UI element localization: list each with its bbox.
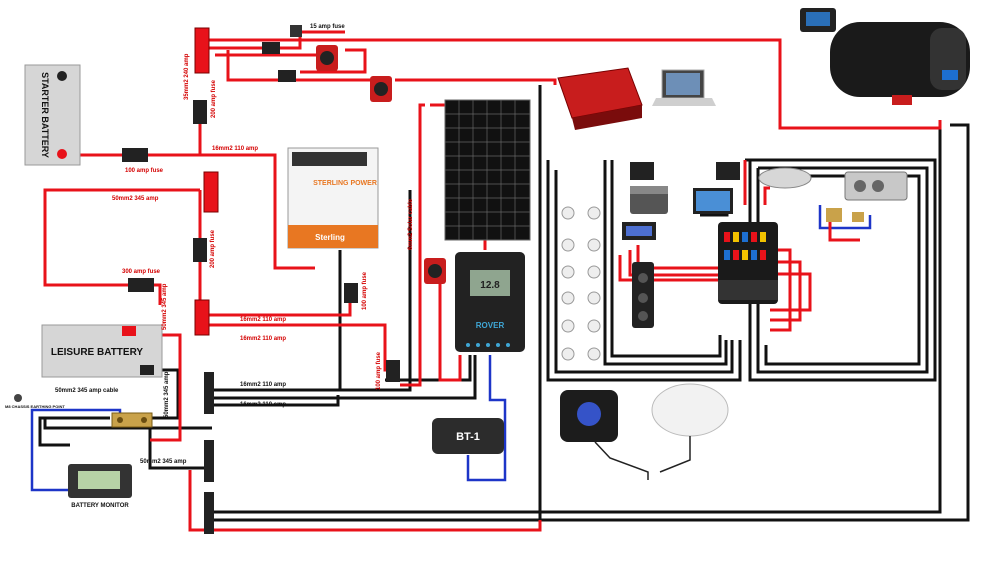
starter-battery-label: STARTER BATTERY	[40, 72, 50, 158]
leisure-battery-label: LEISURE BATTERY	[51, 347, 144, 358]
starter-battery: STARTER BATTERY	[24, 64, 81, 166]
fuse-100-top-label: 100 amp fuse	[125, 168, 164, 174]
heater-controller	[800, 8, 836, 32]
fuse-holder-icon	[386, 360, 400, 382]
cable-16-110-d-label: 16mm2 110 amp	[240, 382, 286, 388]
roof-antenna	[651, 383, 729, 437]
speakers	[630, 162, 740, 180]
busbar-lower	[194, 299, 210, 336]
fridge	[630, 186, 668, 214]
fuse-300-label: 300 amp fuse	[122, 269, 161, 275]
water-pump	[826, 208, 864, 222]
fuse-holder-icon	[122, 148, 148, 162]
busbar-negative-2	[204, 440, 214, 482]
sterling-dc-dc-charger: STERLING POWER Sterling	[287, 147, 379, 249]
fuse-holder-icon	[128, 278, 154, 292]
fuse-15-label: 15 amp fuse	[310, 24, 345, 30]
sterling-brand-label: STERLING POWER	[313, 180, 377, 187]
fuses	[122, 25, 400, 382]
busbars	[194, 27, 219, 534]
cable-50-345-c-label: 50mm2 345 amp cable	[55, 388, 119, 394]
busbar-negative-3	[204, 492, 214, 534]
fuse-200-b-label: 200 amp fuse	[210, 229, 216, 268]
shunt-icon	[111, 412, 153, 428]
diesel-heater	[830, 22, 970, 105]
radio-unit	[622, 222, 656, 240]
busbar-negative-1	[204, 372, 214, 414]
bt1-module: BT-1	[432, 418, 504, 454]
roof-vent-fan	[758, 167, 812, 189]
battery-monitor-label: BATTERY MONITOR	[71, 503, 129, 509]
isolator-switch-icon	[424, 258, 446, 284]
cable-50-345-d-label: 50mm2 345 amp	[164, 371, 170, 418]
fuse-200-a-label: 200 amp fuse	[211, 79, 217, 118]
cable-50-345-b-label: 50mm2 345 amp	[162, 283, 168, 330]
cable-solar-label: 6mm2 Solar cable	[408, 198, 414, 250]
busbar-top	[194, 27, 210, 74]
fuse-holder-icon	[262, 42, 280, 54]
controller-display: 12.8	[480, 280, 500, 291]
cable-50-345-a-label: 50mm2 345 amp	[112, 196, 159, 202]
laptop-icon	[652, 69, 716, 106]
mifi-router	[560, 390, 618, 442]
sterling-footer-label: Sterling	[315, 233, 345, 242]
cable-35mm2-240-label: 35mm2 240 amp	[184, 53, 190, 100]
cable-16-110-e-label: 16mm2 110 amp	[240, 402, 286, 408]
fuse-holder-icon	[278, 70, 296, 82]
cable-16-110-a-label: 16mm2 110 amp	[212, 146, 258, 152]
battery-monitor: BATTERY MONITOR	[68, 464, 132, 509]
fuse-100-mid-label: 100 amp fuse	[362, 271, 368, 310]
rover-label: ROVER	[476, 321, 505, 330]
antenna-cable	[594, 441, 649, 480]
busbar-mid	[203, 171, 219, 213]
cable-16-110-b-label: 16mm2 110 amp	[240, 317, 286, 323]
isolator-switch-icon	[370, 76, 392, 102]
fuse-100-low-label: 100 amp fuse	[376, 351, 382, 390]
chassis-earth-label: M8 CHASSIS EARTHING POINT	[5, 404, 65, 409]
tv-icon	[693, 188, 733, 214]
cable-16-110-c-label: 16mm2 110 amp	[240, 336, 286, 342]
inline-fuse-icon	[290, 25, 302, 37]
solar-panel	[444, 99, 531, 241]
inverter	[557, 67, 643, 130]
leisure-battery: LEISURE BATTERY	[41, 324, 163, 378]
usb-socket-panel	[632, 262, 654, 328]
fuse-holder-icon	[193, 238, 207, 262]
hob-sink-unit	[844, 171, 908, 201]
fuse-box	[718, 222, 778, 304]
fuse-holder-icon	[193, 100, 207, 124]
antenna-cable	[659, 436, 691, 473]
chassis-earth-point: M8 CHASSIS EARTHING POINT	[5, 394, 65, 409]
solar-charge-controller: 12.8 ROVER	[455, 252, 525, 352]
fuse-holder-icon	[344, 283, 358, 303]
battery-isolator-switches	[316, 45, 446, 284]
cable-and-fuse-labels: 15 amp fuse 100 amp fuse 300 amp fuse 20…	[55, 24, 414, 465]
bt1-label: BT-1	[456, 431, 480, 443]
cable-50-345-e-label: 50mm2 345 amp	[140, 459, 187, 465]
isolator-switch-icon	[316, 45, 338, 71]
led-lights	[561, 206, 601, 361]
